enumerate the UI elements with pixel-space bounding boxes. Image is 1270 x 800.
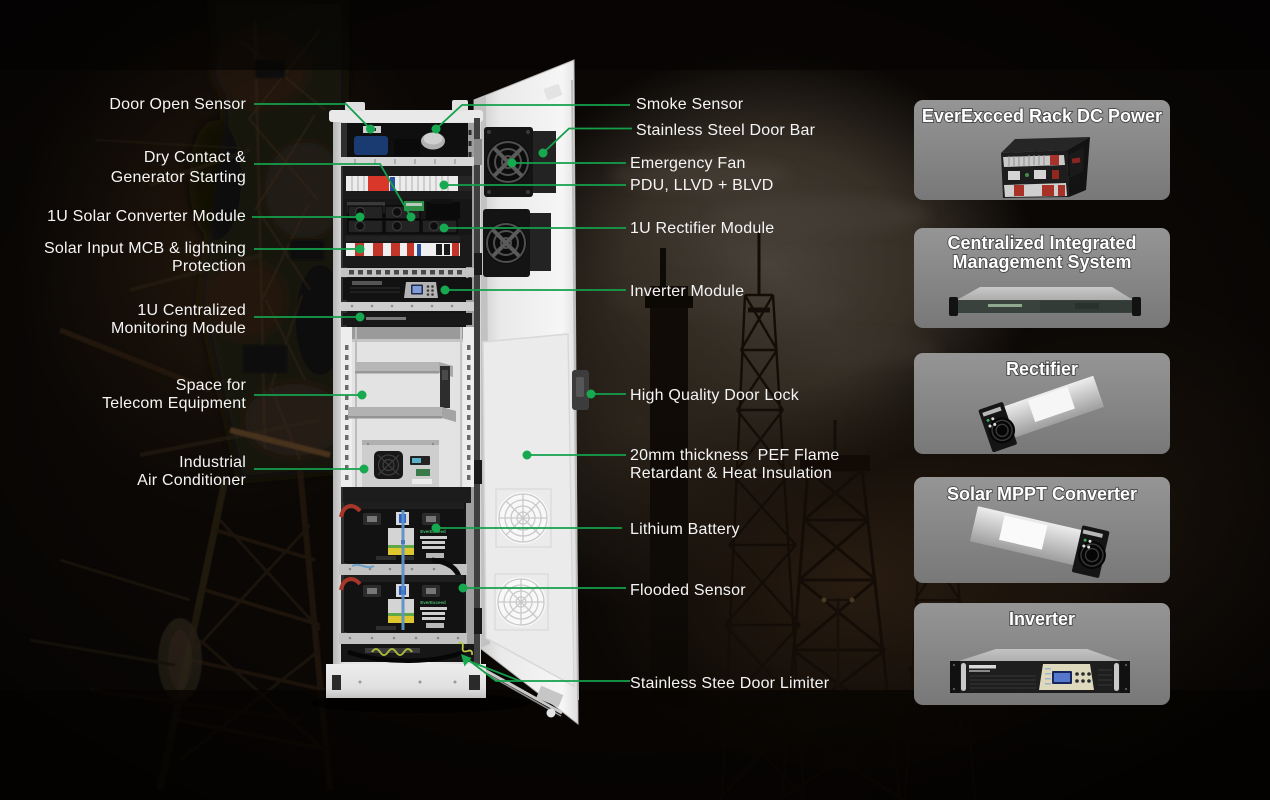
svg-text:Flooded Sensor: Flooded Sensor [630,582,746,599]
svg-text:Solar MPPT Converter: Solar MPPT Converter [947,484,1137,504]
svg-text:High Quality Door Lock: High Quality Door Lock [630,387,800,404]
svg-text:1U Rectifier Module: 1U Rectifier Module [630,220,774,237]
svg-text:Inverter: Inverter [1009,609,1075,629]
svg-text:1U Solar Converter Module: 1U Solar Converter Module [47,208,246,225]
svg-text:Stainless Stee Door Limiter: Stainless Stee Door Limiter [630,675,830,692]
svg-text:Industrial: Industrial [179,454,246,471]
svg-text:Rectifier: Rectifier [1006,359,1078,379]
svg-text:Telecom Equipment: Telecom Equipment [102,395,246,412]
svg-text:Management System: Management System [952,252,1131,272]
svg-text:Lithium Battery: Lithium Battery [630,521,740,538]
svg-text:Retardant & Heat Insulation: Retardant & Heat Insulation [630,465,832,482]
svg-text:EverExcced Rack DC Power: EverExcced Rack DC Power [922,106,1162,126]
svg-text:20mm thickness PEF Flame: 20mm thickness PEF Flame [630,447,840,464]
svg-text:Solar Input MCB & lightning: Solar Input MCB & lightning [44,240,246,257]
svg-text:Dry Contact &: Dry Contact & [144,149,246,166]
svg-text:Door Open Sensor: Door Open Sensor [109,96,246,113]
svg-text:Inverter Module: Inverter Module [630,283,744,300]
svg-text:EverExceed: EverExceed [420,600,446,605]
svg-text:Stainless Steel Door Bar: Stainless Steel Door Bar [636,122,816,139]
svg-text:Space for: Space for [176,377,247,394]
svg-text:EverExceed: EverExceed [420,529,446,534]
svg-text:1U Centralized: 1U Centralized [137,302,246,319]
svg-text:Smoke Sensor: Smoke Sensor [636,96,744,113]
svg-text:PDU, LLVD + BLVD: PDU, LLVD + BLVD [630,177,774,194]
svg-text:Emergency Fan: Emergency Fan [630,155,746,172]
svg-text:Centralized Integrated: Centralized Integrated [947,233,1136,253]
svg-text:Air Conditioner: Air Conditioner [137,472,246,489]
svg-text:Protection: Protection [172,258,246,275]
svg-text:Monitoring Module: Monitoring Module [111,320,246,337]
svg-text:Generator Starting: Generator Starting [111,169,246,186]
